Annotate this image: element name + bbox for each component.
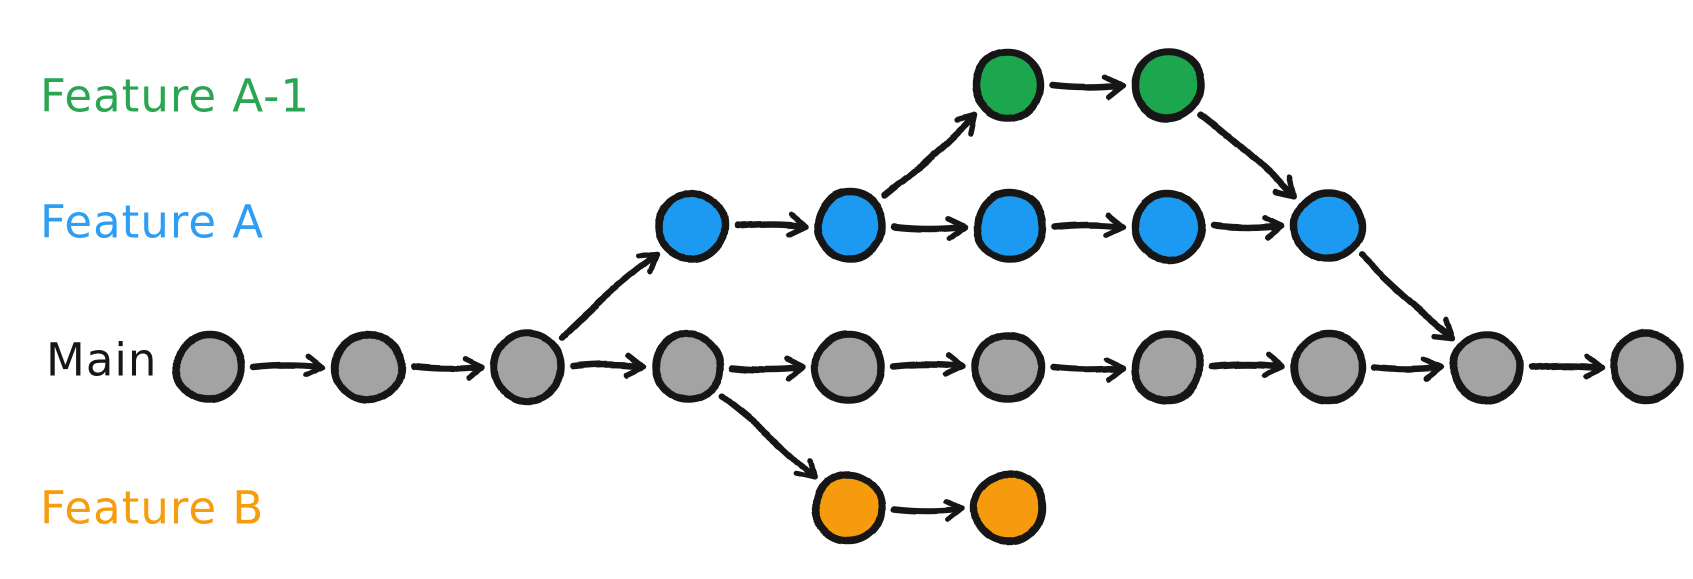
commit-arrow <box>1528 352 1605 378</box>
commit-arrow <box>1049 74 1126 100</box>
edges-layer <box>250 74 1605 523</box>
commit-arrow <box>1051 211 1126 237</box>
branch-label-feature-a: Feature A <box>40 196 264 249</box>
commit-arrow <box>889 497 966 523</box>
commit-arrow <box>409 356 486 382</box>
commit-node-main-8 <box>1450 330 1524 404</box>
commit-node-main-2 <box>491 330 565 404</box>
branch-label-feature-b: Feature B <box>40 482 264 535</box>
commit-node-feature-a-4 <box>1291 189 1365 263</box>
commit-arrow <box>732 211 809 237</box>
commit-node-main-9 <box>1610 330 1684 404</box>
branch-arrow <box>881 112 978 200</box>
commit-node-main-4 <box>811 330 885 404</box>
commit-arrow <box>250 352 326 378</box>
commit-arrow <box>569 352 646 378</box>
commit-node-feature-a-1-0 <box>971 48 1045 122</box>
branch-arrow <box>558 252 660 341</box>
labels-layer: Feature A-1 Feature A Main Feature B <box>40 70 310 535</box>
commit-node-feature-a-2 <box>973 189 1047 263</box>
commit-arrow <box>729 356 806 382</box>
commit-arrow <box>1209 215 1286 241</box>
commit-arrow <box>892 215 968 241</box>
commit-arrow <box>1049 356 1126 382</box>
nodes-layer <box>172 48 1684 545</box>
merge-arrow <box>1358 252 1457 340</box>
commit-node-feature-b-0 <box>811 471 885 545</box>
commit-node-main-1 <box>331 330 405 404</box>
commit-node-main-0 <box>172 330 246 404</box>
branch-label-main: Main <box>46 334 157 387</box>
merge-arrow <box>1198 111 1297 200</box>
branch-arrow <box>718 393 817 482</box>
commit-node-main-5 <box>971 330 1045 404</box>
branch-label-feature-a1: Feature A-1 <box>40 70 310 123</box>
commit-node-feature-a-3 <box>1131 189 1205 263</box>
commit-node-feature-a-0 <box>654 189 728 263</box>
commit-node-main-7 <box>1291 330 1365 404</box>
commit-node-main-6 <box>1131 330 1205 404</box>
commit-arrow <box>1209 352 1286 378</box>
commit-arrow <box>1369 356 1445 382</box>
commit-node-feature-a-1 <box>814 189 888 263</box>
commit-node-feature-b-1 <box>971 471 1045 545</box>
commit-arrow <box>889 352 966 378</box>
commit-node-main-3 <box>651 330 725 404</box>
commit-node-feature-a-1-1 <box>1131 48 1205 122</box>
